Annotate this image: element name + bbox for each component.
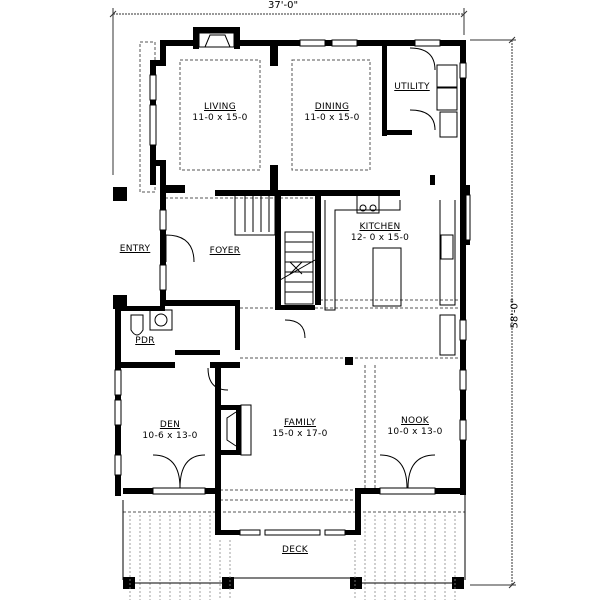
room-foyer: FOYER [200, 246, 250, 257]
width-dimension-label: 37'-0" [268, 0, 299, 11]
room-name: DINING [314, 102, 350, 112]
windows [114, 39, 471, 536]
room-name: PDR [135, 336, 155, 346]
room-entry: ENTRY [112, 244, 158, 255]
room-dining: DINING 11-0 x 15-0 [294, 102, 370, 124]
room-name: FOYER [209, 246, 241, 256]
room-name: KITCHEN [359, 222, 401, 232]
dimension-lines [109, 8, 516, 589]
room-deck: DECK [272, 545, 318, 556]
room-living: LIVING 11-0 x 15-0 [182, 102, 258, 124]
room-kitchen: KITCHEN 12- 0 x 15-0 [340, 222, 420, 244]
room-name: FAMILY [283, 418, 317, 428]
room-name: NOOK [400, 416, 429, 426]
room-name: LIVING [204, 102, 236, 112]
room-size: 10-0 x 13-0 [387, 427, 443, 437]
room-name: UTILITY [394, 82, 430, 92]
room-nook: NOOK 10-0 x 13-0 [375, 416, 455, 438]
depth-dimension-label: 58'-0" [509, 298, 521, 329]
room-size: 10-6 x 13-0 [142, 431, 198, 441]
deck-planks [129, 515, 456, 600]
fixtures [130, 32, 458, 489]
room-family: FAMILY 15-0 x 17-0 [255, 418, 345, 440]
room-den: DEN 10-6 x 13-0 [130, 420, 210, 442]
room-name: ENTRY [119, 244, 151, 254]
room-size: 11-0 x 15-0 [192, 113, 248, 123]
room-name: DEN [159, 420, 181, 430]
room-utility: UTILITY [388, 82, 436, 93]
room-name: DECK [281, 545, 308, 555]
room-size: 11-0 x 15-0 [304, 113, 360, 123]
room-pdr: PDR [130, 336, 160, 347]
room-size: 15-0 x 17-0 [272, 429, 328, 439]
room-size: 12- 0 x 15-0 [350, 233, 410, 243]
deck-railing [122, 495, 466, 584]
